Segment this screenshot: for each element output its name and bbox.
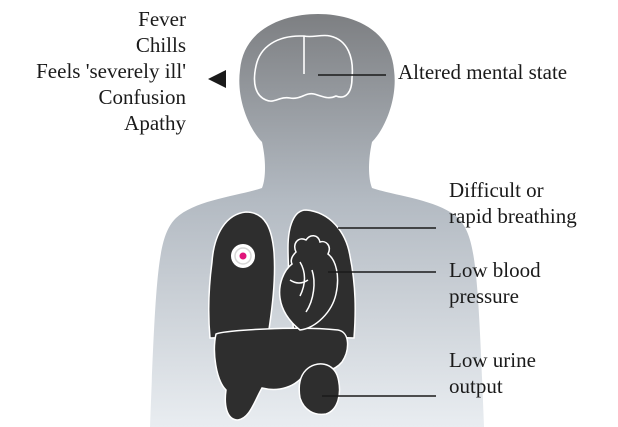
infection-marker [231, 244, 255, 268]
symptom-list: Fever Chills Feels 'severely ill' Confus… [36, 6, 186, 136]
kidney-label-line: output [449, 373, 536, 399]
kidney-label-line: Low urine [449, 347, 536, 373]
lungs-label-line: Difficult or [449, 177, 577, 203]
brain-label: Altered mental state [398, 59, 567, 85]
symptom-item: Feels 'severely ill' [36, 58, 186, 84]
lungs-label: Difficult or rapid breathing [449, 177, 577, 229]
symptom-item: Confusion [36, 84, 186, 110]
kidney-icon [299, 364, 339, 414]
symptom-item: Fever [36, 6, 186, 32]
lungs-label-line: rapid breathing [449, 203, 577, 229]
brain-label-text: Altered mental state [398, 59, 567, 85]
heart-label-line: pressure [449, 283, 541, 309]
kidney-label: Low urine output [449, 347, 536, 399]
heart-label-line: Low blood [449, 257, 541, 283]
heart-label: Low blood pressure [449, 257, 541, 309]
symptom-item: Apathy [36, 110, 186, 136]
symptom-item: Chills [36, 32, 186, 58]
left-pointing-triangle-icon [208, 70, 226, 88]
